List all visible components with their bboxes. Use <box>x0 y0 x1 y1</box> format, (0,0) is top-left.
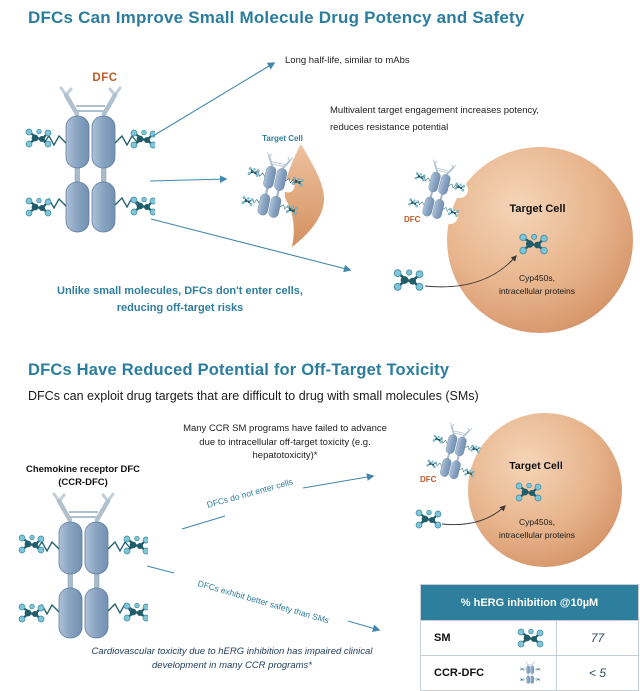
arrow-safety-seg1 <box>146 565 175 574</box>
cyp-line1-2: Cyp450s, <box>519 517 555 527</box>
arrow-no-enter-seg2 <box>302 473 375 489</box>
membrane-sliver-illustration <box>233 144 325 247</box>
target-cell-illustration-2 <box>414 413 622 567</box>
row-value-sm: 77 <box>556 621 638 655</box>
cyp-text: Cyp450s, intracellular proteins <box>478 272 596 298</box>
table-row: CCR-DFC < 5 <box>421 655 638 690</box>
table-row: SM 77 <box>421 620 638 655</box>
unlike-line2: reducing off-target risks <box>116 302 244 314</box>
ccr-note-line3: hepatotoxicity)* <box>252 450 318 461</box>
section1-title: DFCs Can Improve Small Molecule Drug Pot… <box>28 8 525 27</box>
cyp-line2: intracellular proteins <box>498 286 576 296</box>
multivalent-line1: Multivalent target engagement increases … <box>330 105 539 116</box>
arrow-multivalent <box>149 175 228 184</box>
herg-table: % hERG inhibition @10µM SM 77 CCR-DFC < … <box>420 584 639 691</box>
small-molecule-icon-2 <box>414 508 443 530</box>
dfc-cell-label: DFC <box>404 215 421 224</box>
cardio-text: Cardiovascular toxicity due to hERG inhi… <box>62 645 402 673</box>
section2-title: DFCs Have Reduced Potential for Off-Targ… <box>28 361 450 379</box>
ccr-dfc-label-line1: Chemokine receptor DFC <box>25 464 141 475</box>
target-cell-illustration <box>392 147 633 333</box>
sm-molecule-icon <box>504 621 556 655</box>
mini-target-cell-label: Target Cell <box>262 134 303 143</box>
cardio-line1: Cardiovascular toxicity due to hERG inhi… <box>91 646 373 657</box>
unlike-line1: Unlike small molecules, DFCs don't enter… <box>57 285 303 297</box>
dfc-illustration <box>25 86 155 236</box>
target-cell-label: Target Cell <box>509 203 566 215</box>
arrow-label-top: DFCs do not enter cells <box>205 476 294 510</box>
cyp-line1: Cyp450s, <box>519 273 555 283</box>
small-molecule-icon <box>392 268 425 292</box>
ccr-dfc-label-line2: (CCR-DFC) <box>58 477 108 488</box>
uptake-arrow <box>424 255 517 288</box>
row-label-sm: SM <box>434 632 451 644</box>
multivalent-line2: reduces resistance potential <box>330 122 449 133</box>
ccr-dfc-icon <box>504 656 556 690</box>
arrow-safety-seg2 <box>347 620 381 632</box>
target-cell-label-2: Target Cell <box>509 460 563 472</box>
row-label-ccr-dfc: CCR-DFC <box>434 667 485 679</box>
cardio-line2: development in many CCR programs* <box>152 660 312 671</box>
ccr-note-line2: due to intracellular off-target toxicity… <box>199 436 371 448</box>
multivalent-text: Multivalent target engagement increases … <box>330 102 539 136</box>
long-half-life-text: Long half-life, similar to mAbs <box>285 55 410 66</box>
herg-table-header: % hERG inhibition @10µM <box>421 585 638 620</box>
ccr-dfc-illustration <box>18 492 148 642</box>
arrow-no-enter-seg1 <box>181 515 226 530</box>
cyp-line2-2: intracellular proteins <box>498 530 576 540</box>
section2-subtitle: DFCs can exploit drug targets that are d… <box>28 389 479 403</box>
row-value-ccr-dfc: < 5 <box>556 656 638 690</box>
arrow-label-bottom: DFCs exhibit better safety than SMs <box>196 578 331 626</box>
ccr-note-line1: Many CCR SM programs have failed to adva… <box>183 423 387 434</box>
cyp-text-2: Cyp450s, intracellular proteins <box>478 516 596 542</box>
ccr-note-text: Many CCR SM programs have failed to adva… <box>145 422 425 463</box>
ccr-dfc-label: Chemokine receptor DFC (CCR-DFC) <box>8 463 158 489</box>
dfc-label: DFC <box>92 72 118 84</box>
arrow-long-half-life <box>152 62 276 137</box>
dfc-cell-label-2: DFC <box>420 475 437 484</box>
uptake-arrow-2 <box>441 505 506 526</box>
unlike-text: Unlike small molecules, DFCs don't enter… <box>20 283 340 317</box>
